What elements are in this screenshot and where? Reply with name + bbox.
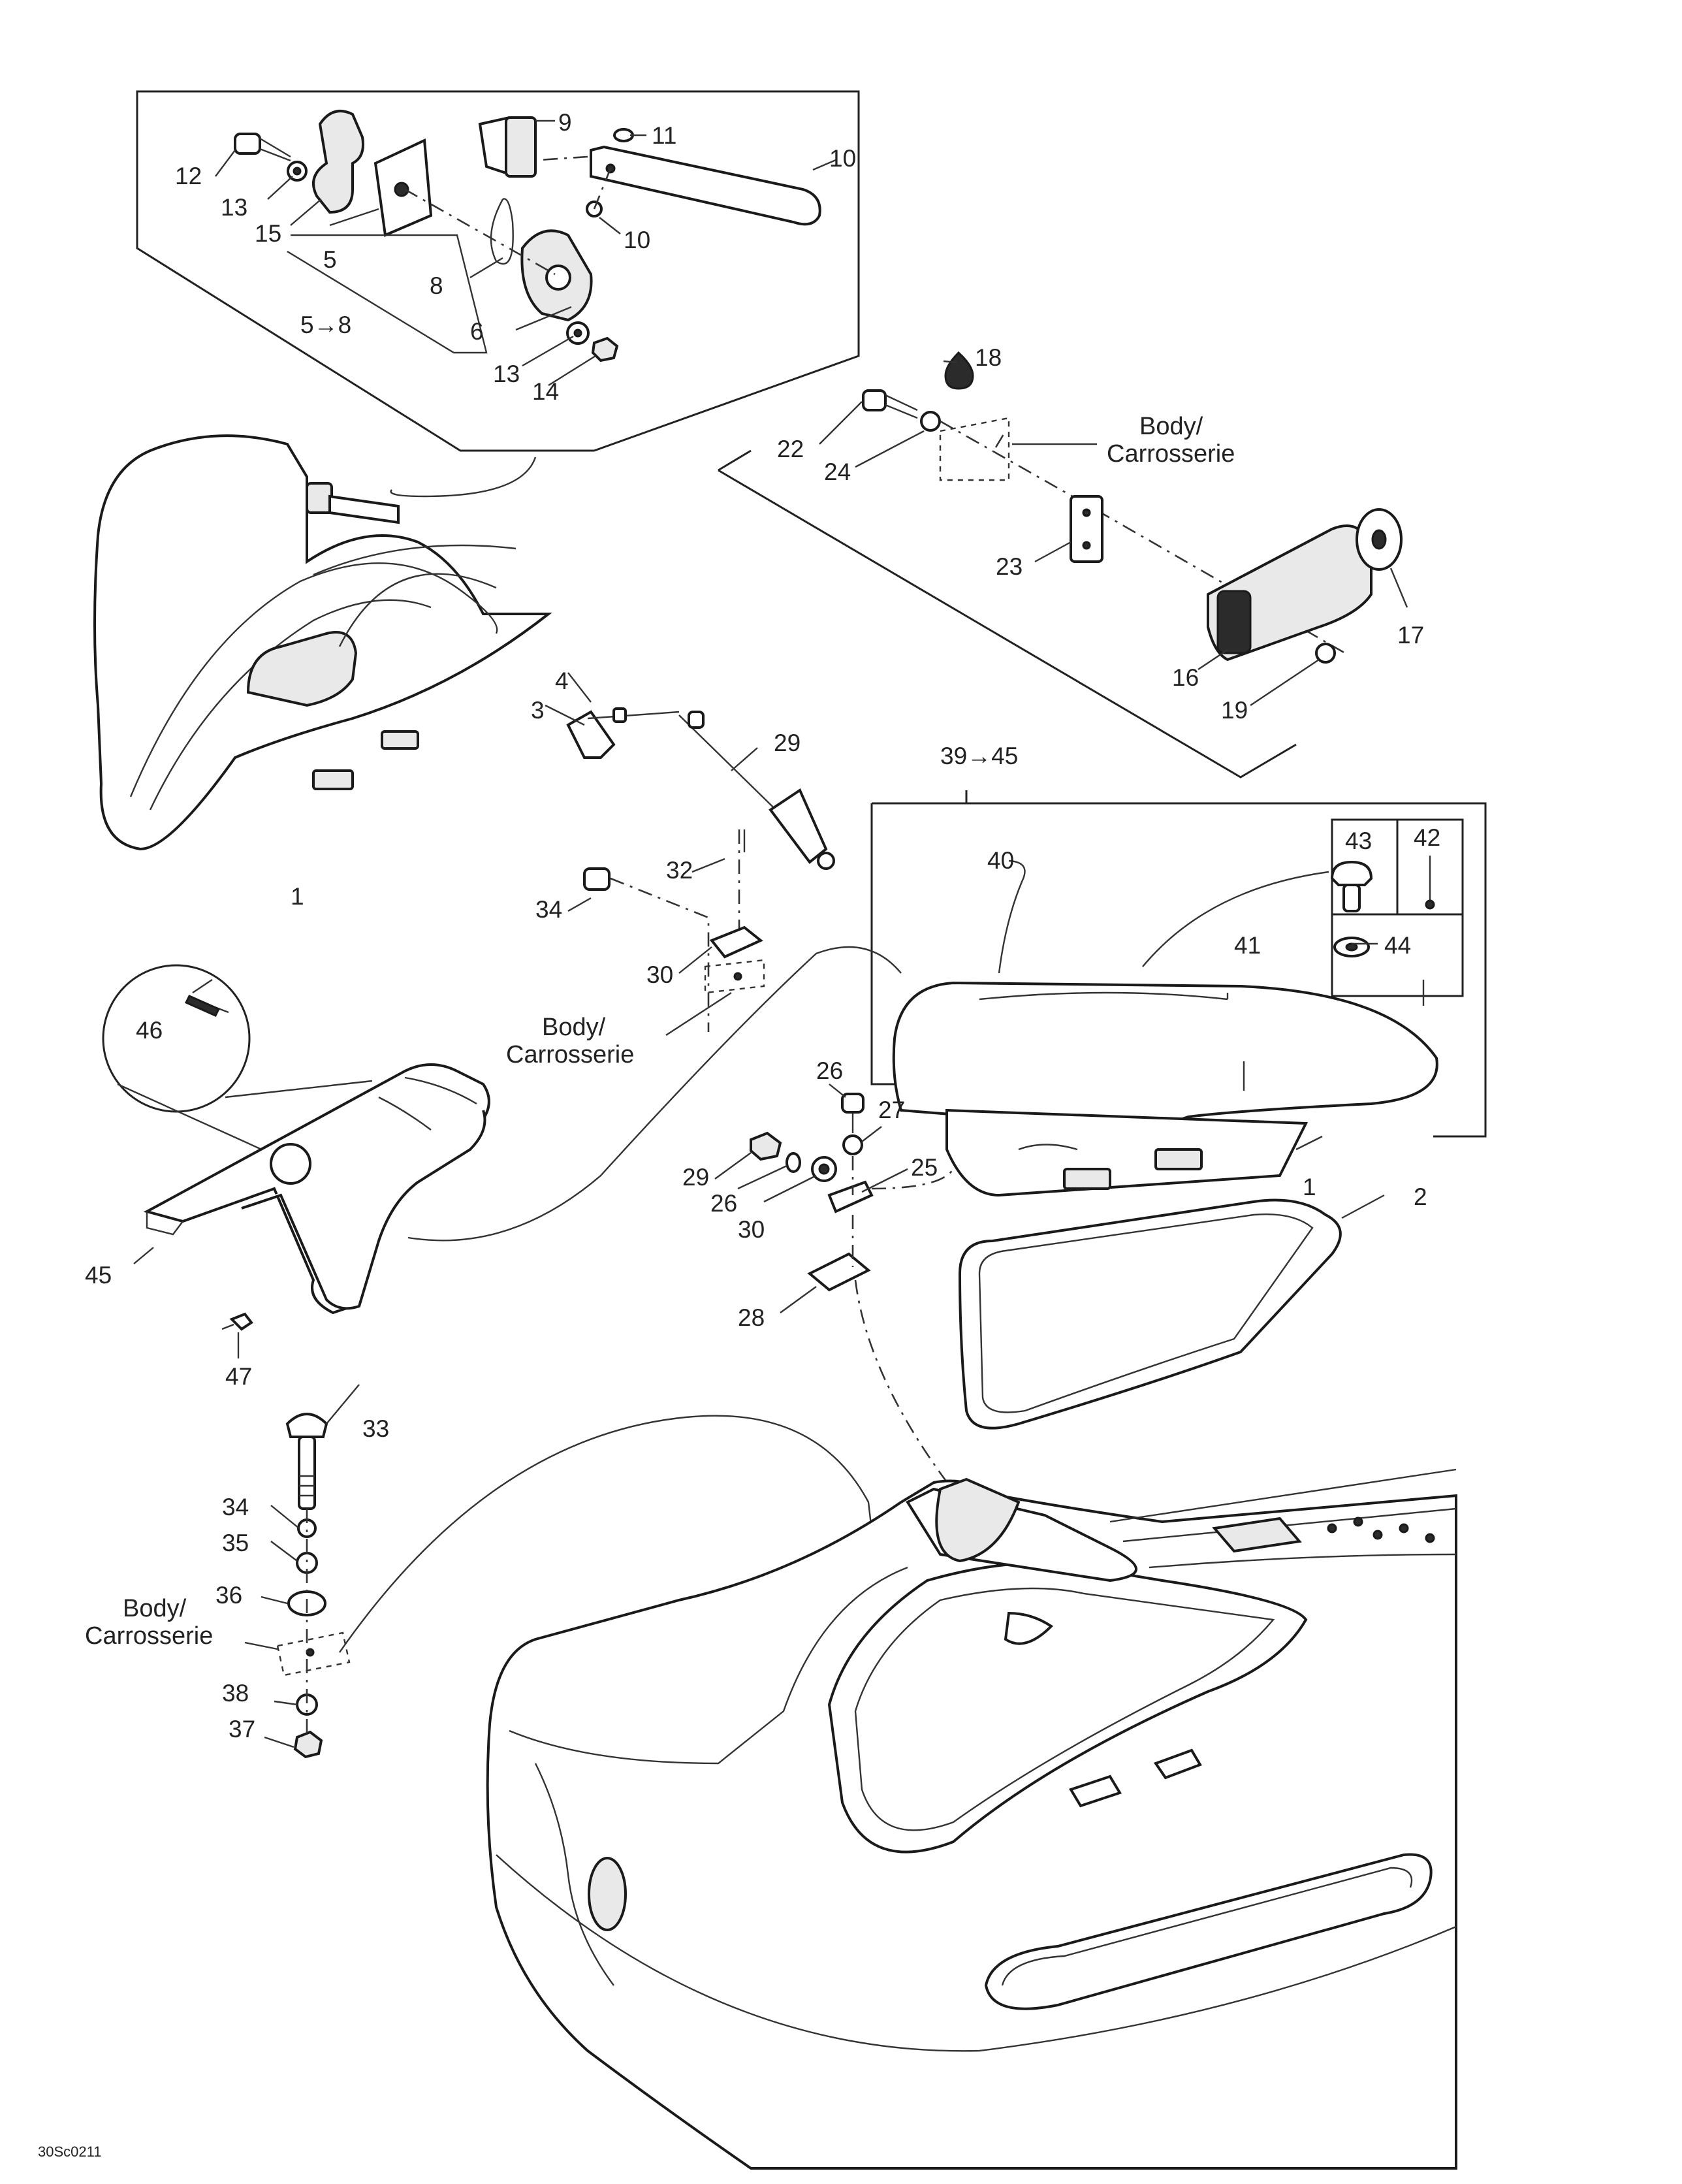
- part-label: 6: [470, 318, 484, 345]
- part-label: 5: [323, 246, 337, 273]
- part-label: 24: [824, 458, 851, 485]
- part-label: 29: [682, 1164, 709, 1191]
- part-label: 36: [215, 1582, 242, 1609]
- latch-parts: [234, 110, 821, 362]
- part-label: 2: [1414, 1183, 1427, 1210]
- part-label: 9: [558, 109, 572, 136]
- part-label: 43: [1345, 827, 1372, 854]
- latch-leaders: [215, 120, 836, 387]
- part-label: 10: [624, 227, 650, 253]
- hardware-33-38: [244, 1384, 880, 1759]
- gas-spring-leaders: [545, 672, 758, 1036]
- part-label: 26: [816, 1057, 843, 1084]
- part-label: 38: [222, 1680, 249, 1707]
- part-label: 47: [225, 1363, 252, 1390]
- part-label: 1: [1303, 1174, 1316, 1200]
- part-number-labels: 12 13 15 5 5→8 9 11 10 10 8 6 13 14 18 2…: [85, 109, 1440, 1742]
- part-label: 28: [738, 1304, 765, 1331]
- part-label: 3: [531, 697, 545, 724]
- part-label: 23: [996, 553, 1023, 580]
- part-label: 4: [555, 667, 569, 694]
- part-label: 33: [362, 1415, 389, 1442]
- part-label: 17: [1397, 622, 1424, 649]
- part-label: 35: [222, 1530, 249, 1556]
- body-label-line2: Carrosserie: [506, 1041, 634, 1068]
- part-label: 11: [652, 122, 676, 149]
- part-label: 22: [777, 436, 804, 462]
- part-label: 46: [136, 1017, 163, 1044]
- subassembly-ref-5-8: 5→8: [300, 312, 351, 338]
- latch-inset-frame: [136, 90, 860, 452]
- part-label: 19: [1221, 697, 1248, 724]
- subassembly-ref-39-45: 39→45: [940, 743, 1018, 769]
- part-label: 13: [221, 194, 247, 221]
- part-label: 32: [666, 857, 693, 884]
- part-label: 14: [532, 378, 559, 405]
- seat-bracket-45: [102, 946, 902, 1358]
- support-inset-frame: [718, 449, 1297, 779]
- support-parts: [862, 351, 1403, 664]
- seat-leaders: [1243, 942, 1378, 1151]
- part-label: 30: [646, 961, 673, 988]
- part-label: 42: [1414, 824, 1440, 851]
- part-label: 41: [1234, 932, 1261, 959]
- part-label: 10: [829, 145, 856, 172]
- drawing-code: 30Sc0211: [38, 2144, 101, 2160]
- part-label: 13: [493, 361, 520, 387]
- part-label: 16: [1172, 664, 1199, 691]
- part-label: 44: [1384, 932, 1411, 959]
- body-label-line2: Carrosserie: [85, 1622, 213, 1650]
- part-label: 45: [85, 1262, 112, 1289]
- gas-spring-parts: [566, 707, 835, 1032]
- body-label-line1: Body/: [1139, 413, 1203, 440]
- hardware-leaders: [714, 1084, 908, 1313]
- part-label: 40: [987, 847, 1014, 874]
- storage-compartment: [93, 434, 552, 851]
- support-leaders: [819, 360, 1408, 706]
- part-label: 27: [878, 1097, 905, 1123]
- part-label: 34: [222, 1494, 249, 1520]
- body-labels: Body/ Carrosserie Body/ Carrosserie Body…: [85, 413, 1235, 1650]
- seal-2: [958, 1194, 1385, 1430]
- part-label: 25: [911, 1154, 938, 1181]
- part-label: 29: [774, 730, 801, 756]
- part-label: 37: [229, 1716, 255, 1742]
- body-label-line2: Carrosserie: [1107, 440, 1235, 468]
- part-label: 18: [975, 344, 1002, 371]
- hull-body: [486, 1468, 1457, 2170]
- part-label: 15: [255, 220, 281, 247]
- part-label: 12: [175, 163, 202, 189]
- seat-inset-frame: [870, 790, 1487, 1138]
- part-label: 8: [430, 272, 443, 299]
- body-label-line1: Body/: [123, 1595, 187, 1622]
- part-label: 34: [535, 896, 562, 923]
- part-label: 30: [738, 1216, 765, 1243]
- part-label: 1: [291, 883, 304, 910]
- seat-parts: [892, 856, 1438, 1197]
- hardware-23-28: [750, 1093, 1085, 1633]
- body-label-line1: Body/: [542, 1014, 606, 1041]
- part-label: 26: [710, 1190, 737, 1217]
